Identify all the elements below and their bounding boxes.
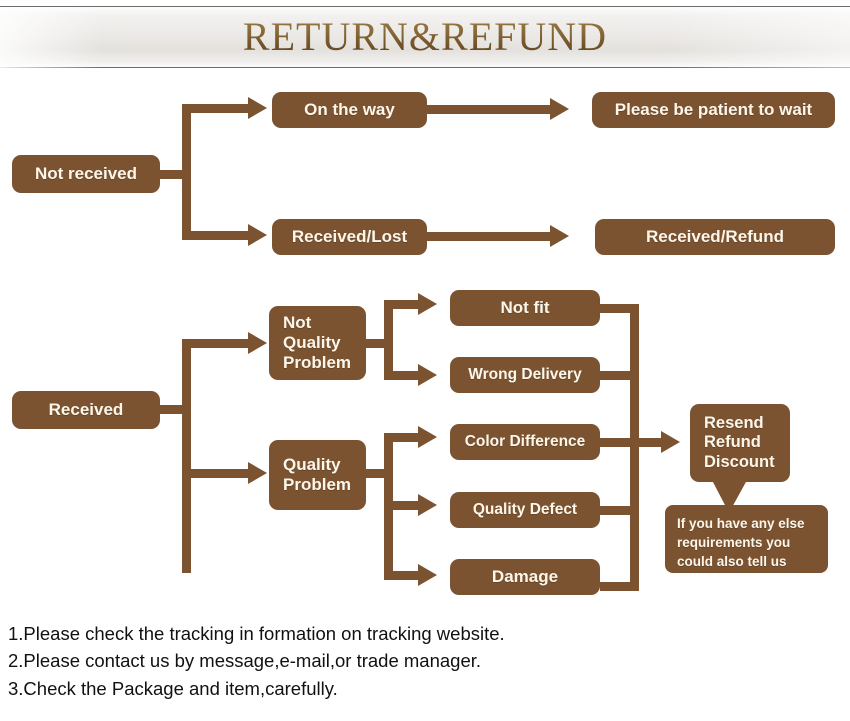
connector-received-lost-to-result <box>427 232 552 241</box>
arrowhead-received-lost <box>248 224 267 246</box>
arrowhead-quality-defect <box>418 494 437 516</box>
connector-qp-arm-color-difference <box>384 433 420 442</box>
node-please-be-patient-to-wait: Please be patient to wait <box>592 92 835 128</box>
footer-notes: 1.Please check the tracking in formation… <box>8 620 708 702</box>
connector-qp-stub <box>366 469 388 478</box>
node-damage: Damage <box>450 559 600 595</box>
connector-arm-on-the-way <box>182 104 250 113</box>
node-color-difference: Color Difference <box>450 424 600 460</box>
connector-received-spine <box>182 339 191 573</box>
node-quality-problem: Quality Problem <box>269 440 366 510</box>
node-quality-defect: Quality Defect <box>450 492 600 528</box>
arrowhead-not-quality-problem <box>248 332 267 354</box>
callout-additional-requirements: If you have any else requirements you co… <box>665 505 828 573</box>
connector-merge-quality-defect <box>600 506 634 515</box>
connector-not-received-spine <box>182 104 191 240</box>
connector-nqp-arm-not-fit <box>384 300 420 309</box>
connector-merge-color-difference <box>600 438 634 447</box>
page-header-banner: RETURN&REFUND <box>0 6 850 69</box>
arrowhead-outcome <box>661 431 680 453</box>
connector-nqp-stub <box>366 339 388 348</box>
arrowhead-please-be-patient <box>550 98 569 120</box>
node-resend-refund-discount: Resend Refund Discount <box>690 404 790 482</box>
connector-merge-to-outcome <box>634 438 664 447</box>
arrowhead-quality-problem <box>248 462 267 484</box>
connector-merge-spine <box>630 304 639 591</box>
connector-qp-arm-damage <box>384 571 420 580</box>
connector-merge-not-fit <box>600 304 634 313</box>
node-received-refund: Received/Refund <box>595 219 835 255</box>
connector-qp-arm-quality-defect <box>384 501 420 510</box>
arrowhead-received-refund <box>550 225 569 247</box>
footer-note-1: 1.Please check the tracking in formation… <box>8 623 505 644</box>
connector-arm-quality-problem <box>182 469 250 478</box>
page-title: RETURN&REFUND <box>242 14 608 59</box>
node-not-fit: Not fit <box>450 290 600 326</box>
connector-on-the-way-to-result <box>427 105 552 114</box>
arrowhead-wrong-delivery <box>418 364 437 386</box>
arrowhead-damage <box>418 564 437 586</box>
arrowhead-color-difference <box>418 426 437 448</box>
connector-nqp-spine <box>384 300 393 380</box>
node-on-the-way: On the way <box>272 92 427 128</box>
node-received: Received <box>12 391 160 429</box>
footer-note-2: 2.Please contact us by message,e-mail,or… <box>8 650 482 672</box>
connector-arm-not-quality-problem <box>182 339 250 348</box>
arrowhead-on-the-way <box>248 97 267 119</box>
connector-nqp-arm-wrong-delivery <box>384 371 420 380</box>
node-not-quality-problem: Not Quality Problem <box>269 306 366 380</box>
connector-arm-received-lost <box>182 231 250 240</box>
connector-not-received-stub <box>160 170 186 179</box>
node-wrong-delivery: Wrong Delivery <box>450 357 600 393</box>
node-received-lost: Received/Lost <box>272 219 427 255</box>
node-not-received: Not received <box>12 155 160 193</box>
connector-merge-damage <box>600 582 634 591</box>
connector-merge-wrong-delivery <box>600 371 634 380</box>
footer-note-3: 3.Check the Package and item,carefully. <box>8 677 338 699</box>
connector-received-stub <box>160 405 186 414</box>
arrowhead-not-fit <box>418 293 437 315</box>
